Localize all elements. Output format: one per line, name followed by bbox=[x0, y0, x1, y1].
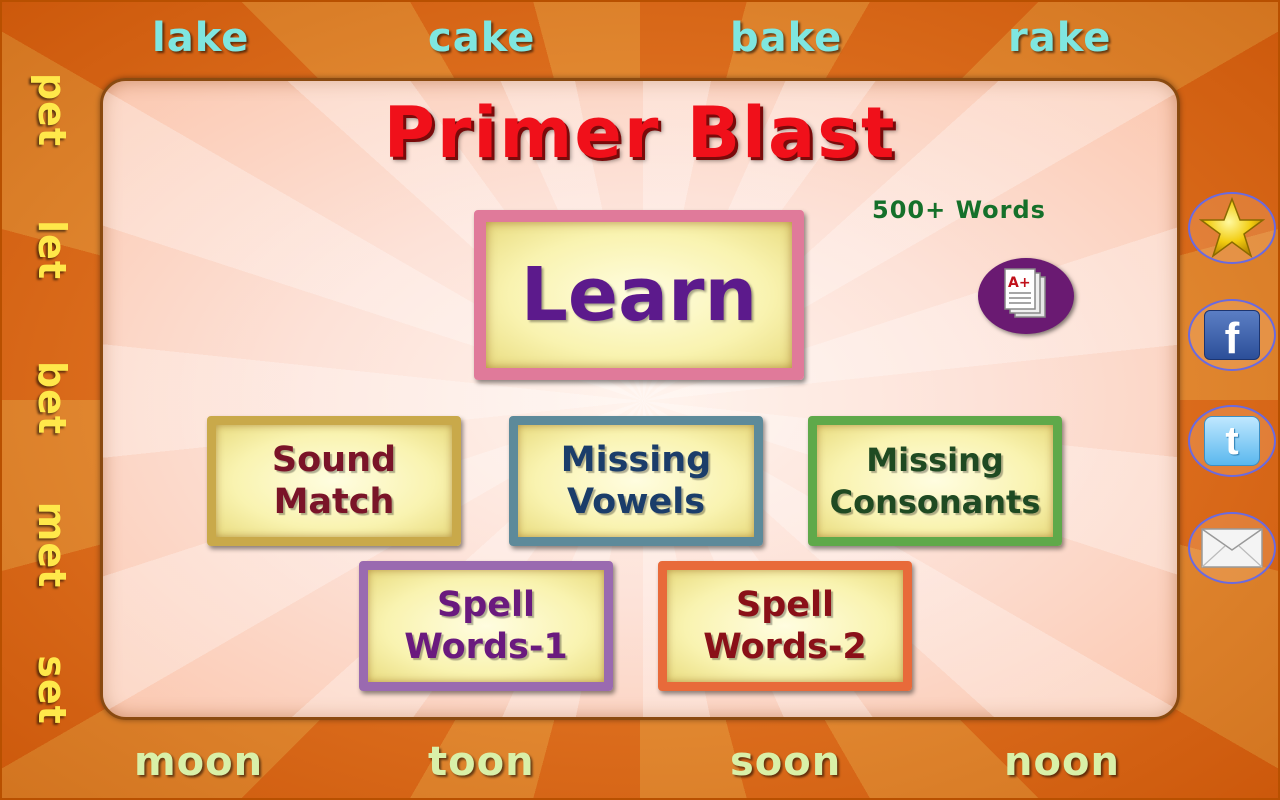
missing-consonants-button[interactable]: Missing Consonants bbox=[808, 416, 1062, 546]
border-word-left-5: set bbox=[30, 655, 74, 725]
border-word-top-2: cake bbox=[428, 15, 536, 61]
missing-consonants-label-line1: Missing bbox=[866, 441, 1004, 479]
facebook-icon: f bbox=[1204, 310, 1260, 363]
learn-button[interactable]: Learn bbox=[474, 210, 804, 380]
border-word-top-3: bake bbox=[730, 15, 843, 61]
missing-vowels-button[interactable]: Missing Vowels bbox=[509, 416, 763, 546]
border-word-left-1: pet bbox=[30, 72, 74, 148]
border-word-top-4: rake bbox=[1008, 15, 1112, 61]
panel-rays bbox=[103, 81, 1177, 717]
sound-match-label-line2: Match bbox=[273, 482, 395, 522]
spell-words-1-button[interactable]: Spell Words-1 bbox=[359, 561, 613, 691]
border-word-bottom-2: toon bbox=[428, 739, 535, 785]
grade-report-button[interactable]: A+ bbox=[978, 258, 1074, 334]
missing-consonants-label-line2: Consonants bbox=[829, 483, 1041, 521]
missing-vowels-label-line1: Missing bbox=[560, 440, 712, 480]
spell-words-2-label-line2: Words-2 bbox=[703, 627, 867, 667]
main-menu-panel bbox=[100, 78, 1180, 720]
border-word-bottom-1: moon bbox=[134, 739, 264, 785]
border-word-bottom-4: noon bbox=[1004, 739, 1120, 785]
word-count-label: 500+ Words bbox=[872, 196, 1046, 224]
twitter-icon: t bbox=[1204, 416, 1260, 466]
border-word-top-1: lake bbox=[152, 15, 250, 61]
grade-report-icon: A+ bbox=[1004, 268, 1046, 318]
spell-words-1-label-line1: Spell bbox=[437, 585, 535, 625]
spell-words-2-button[interactable]: Spell Words-2 bbox=[658, 561, 912, 691]
border-word-left-2: let bbox=[30, 220, 74, 280]
sound-match-button[interactable]: Sound Match bbox=[207, 416, 461, 546]
border-word-left-4: met bbox=[30, 501, 74, 589]
email-button[interactable] bbox=[1188, 512, 1276, 584]
star-icon bbox=[1199, 197, 1265, 258]
spell-words-2-label-line1: Spell bbox=[736, 585, 834, 625]
twitter-button[interactable]: t bbox=[1188, 405, 1276, 477]
grade-mark: A+ bbox=[1008, 275, 1031, 291]
facebook-button[interactable]: f bbox=[1188, 299, 1276, 371]
sound-match-label-line1: Sound bbox=[271, 440, 397, 480]
mail-icon bbox=[1201, 528, 1263, 568]
spell-words-1-label-line2: Words-1 bbox=[404, 627, 568, 667]
learn-button-label: Learn bbox=[520, 252, 758, 338]
border-word-bottom-3: soon bbox=[730, 739, 842, 785]
border-word-left-3: bet bbox=[30, 360, 74, 436]
missing-vowels-label-line2: Vowels bbox=[566, 482, 706, 522]
rate-button[interactable] bbox=[1188, 192, 1276, 264]
game-title: Primer Blast bbox=[383, 92, 897, 174]
